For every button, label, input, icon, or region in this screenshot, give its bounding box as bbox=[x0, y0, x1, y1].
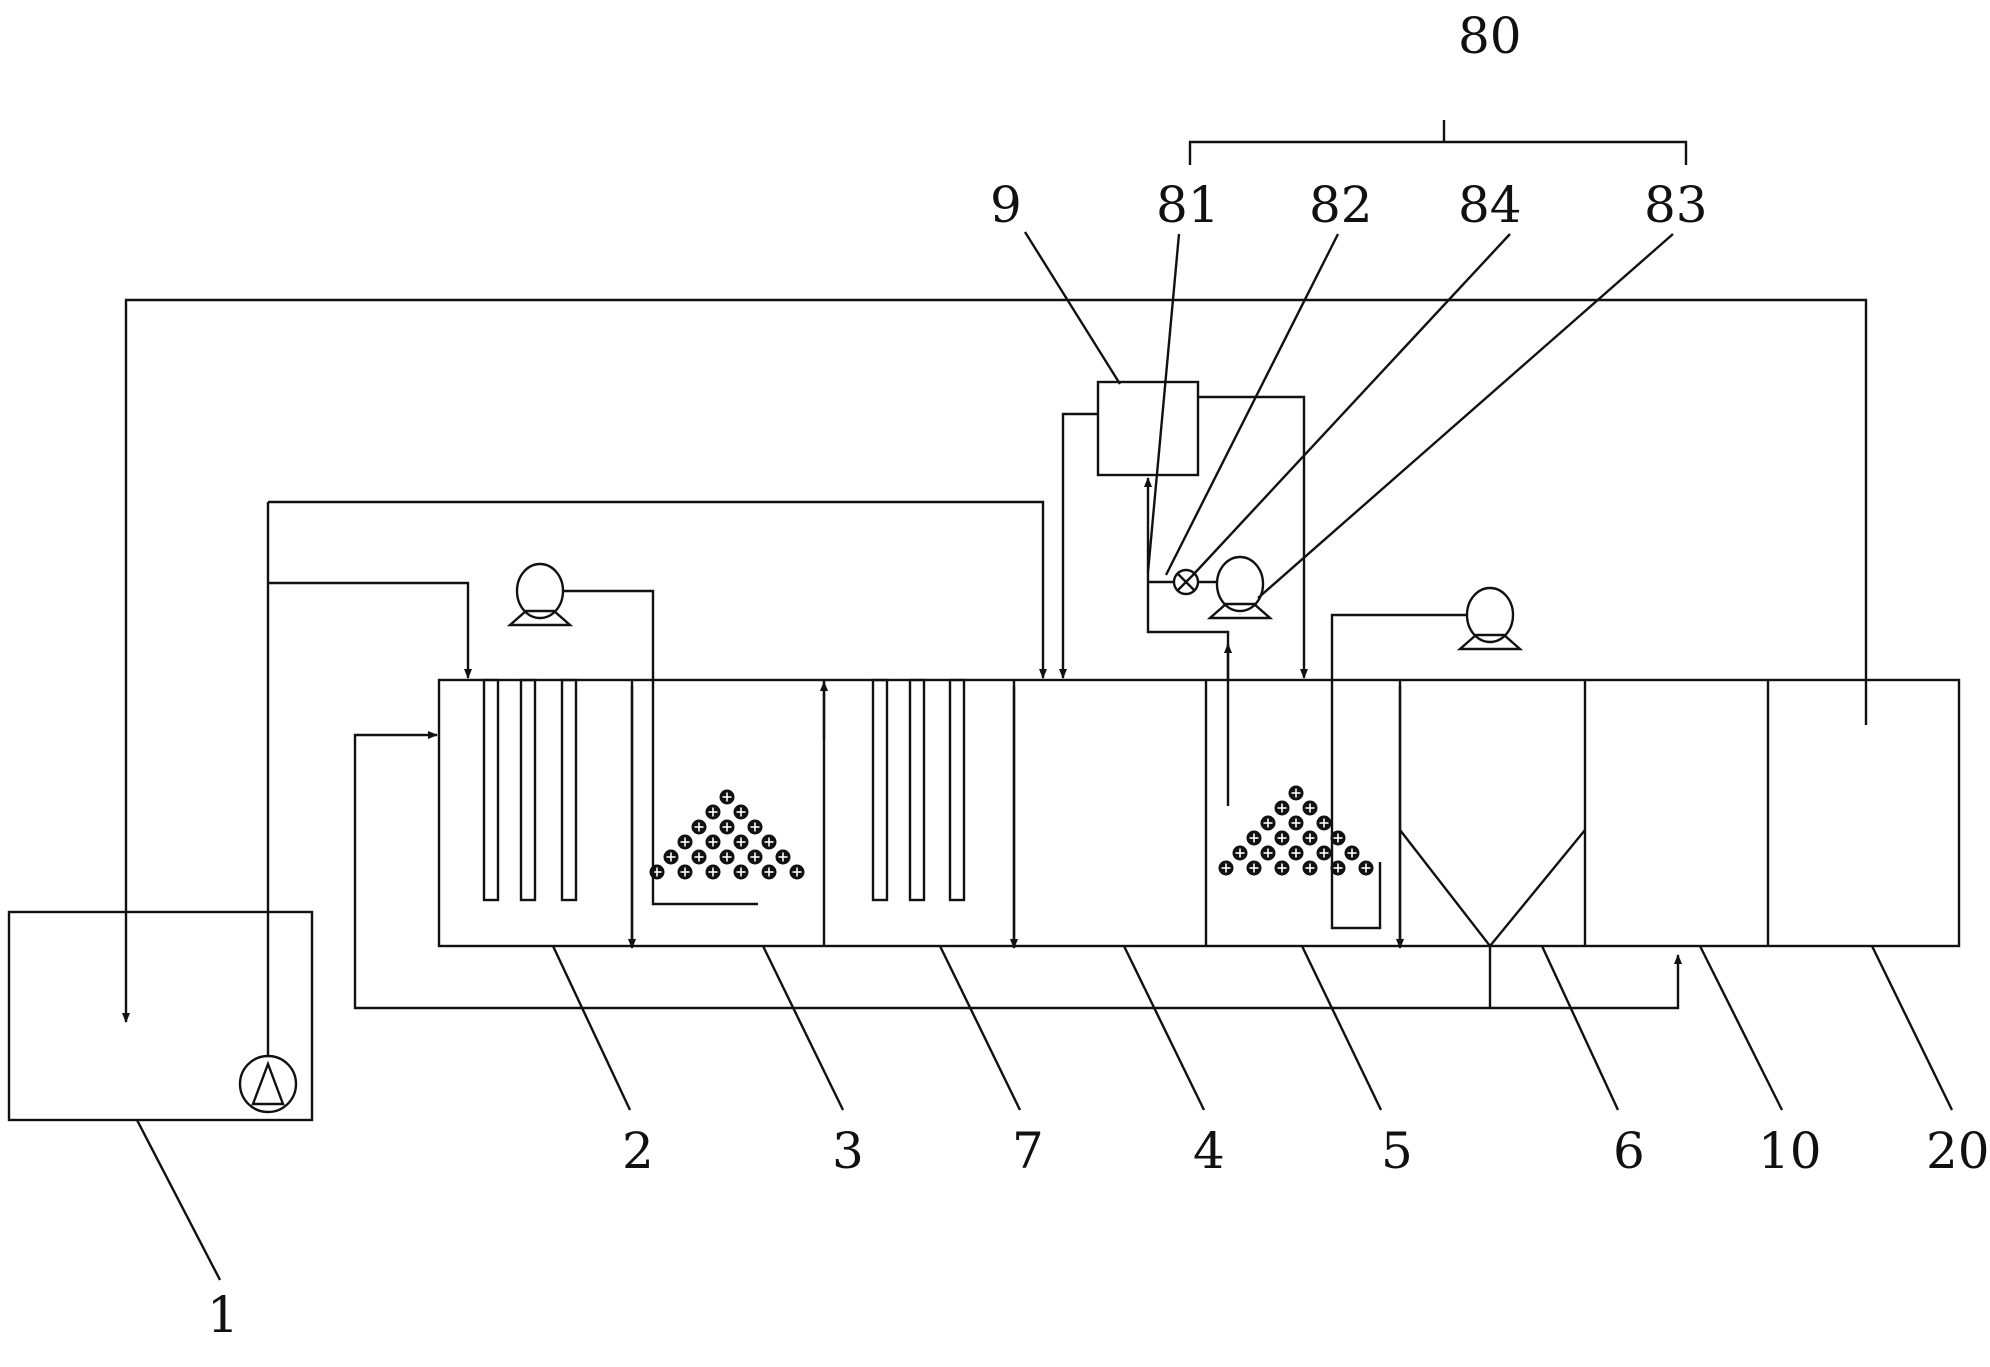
label-dosing-9: 9 bbox=[990, 176, 1022, 234]
label-chamber-2: 2 bbox=[622, 1122, 654, 1180]
label-chamber-10: 10 bbox=[1758, 1122, 1822, 1180]
centrifugal-pump-icon bbox=[238, 1054, 298, 1114]
dosing-device-9 bbox=[1096, 380, 1200, 477]
chamber-dividers bbox=[630, 680, 1770, 946]
label-81: 81 bbox=[1156, 176, 1220, 234]
leader-lines bbox=[135, 120, 1954, 1281]
label-chamber-7: 7 bbox=[1012, 1122, 1044, 1180]
membrane-module-7 bbox=[871, 678, 966, 902]
label-chamber-20: 20 bbox=[1926, 1122, 1990, 1180]
label-group-80: 80 bbox=[1458, 7, 1522, 65]
label-chamber-3: 3 bbox=[832, 1122, 864, 1180]
metering-pump-right-icon bbox=[1456, 586, 1524, 651]
piping bbox=[122, 298, 1868, 1056]
label-tank-1: 1 bbox=[207, 1286, 239, 1344]
main-reactor bbox=[437, 678, 1961, 948]
label-83: 83 bbox=[1644, 176, 1708, 234]
label-chamber-6: 6 bbox=[1613, 1122, 1645, 1180]
label-82: 82 bbox=[1309, 176, 1373, 234]
metering-pump-83-icon bbox=[1206, 555, 1274, 620]
metering-pump-left-icon bbox=[506, 562, 574, 627]
settling-hopper bbox=[1399, 829, 1586, 1008]
reference-labels: 1 2 3 7 4 5 6 10 20 9 80 81 82 84 83 bbox=[207, 7, 1990, 1344]
carrier-media-3 bbox=[649, 789, 805, 880]
label-chamber-5: 5 bbox=[1381, 1122, 1413, 1180]
label-chamber-4: 4 bbox=[1193, 1122, 1225, 1180]
membrane-module-2 bbox=[482, 678, 578, 902]
carrier-media-5 bbox=[1218, 785, 1374, 876]
label-84: 84 bbox=[1458, 176, 1522, 234]
tank-1 bbox=[7, 910, 314, 1122]
